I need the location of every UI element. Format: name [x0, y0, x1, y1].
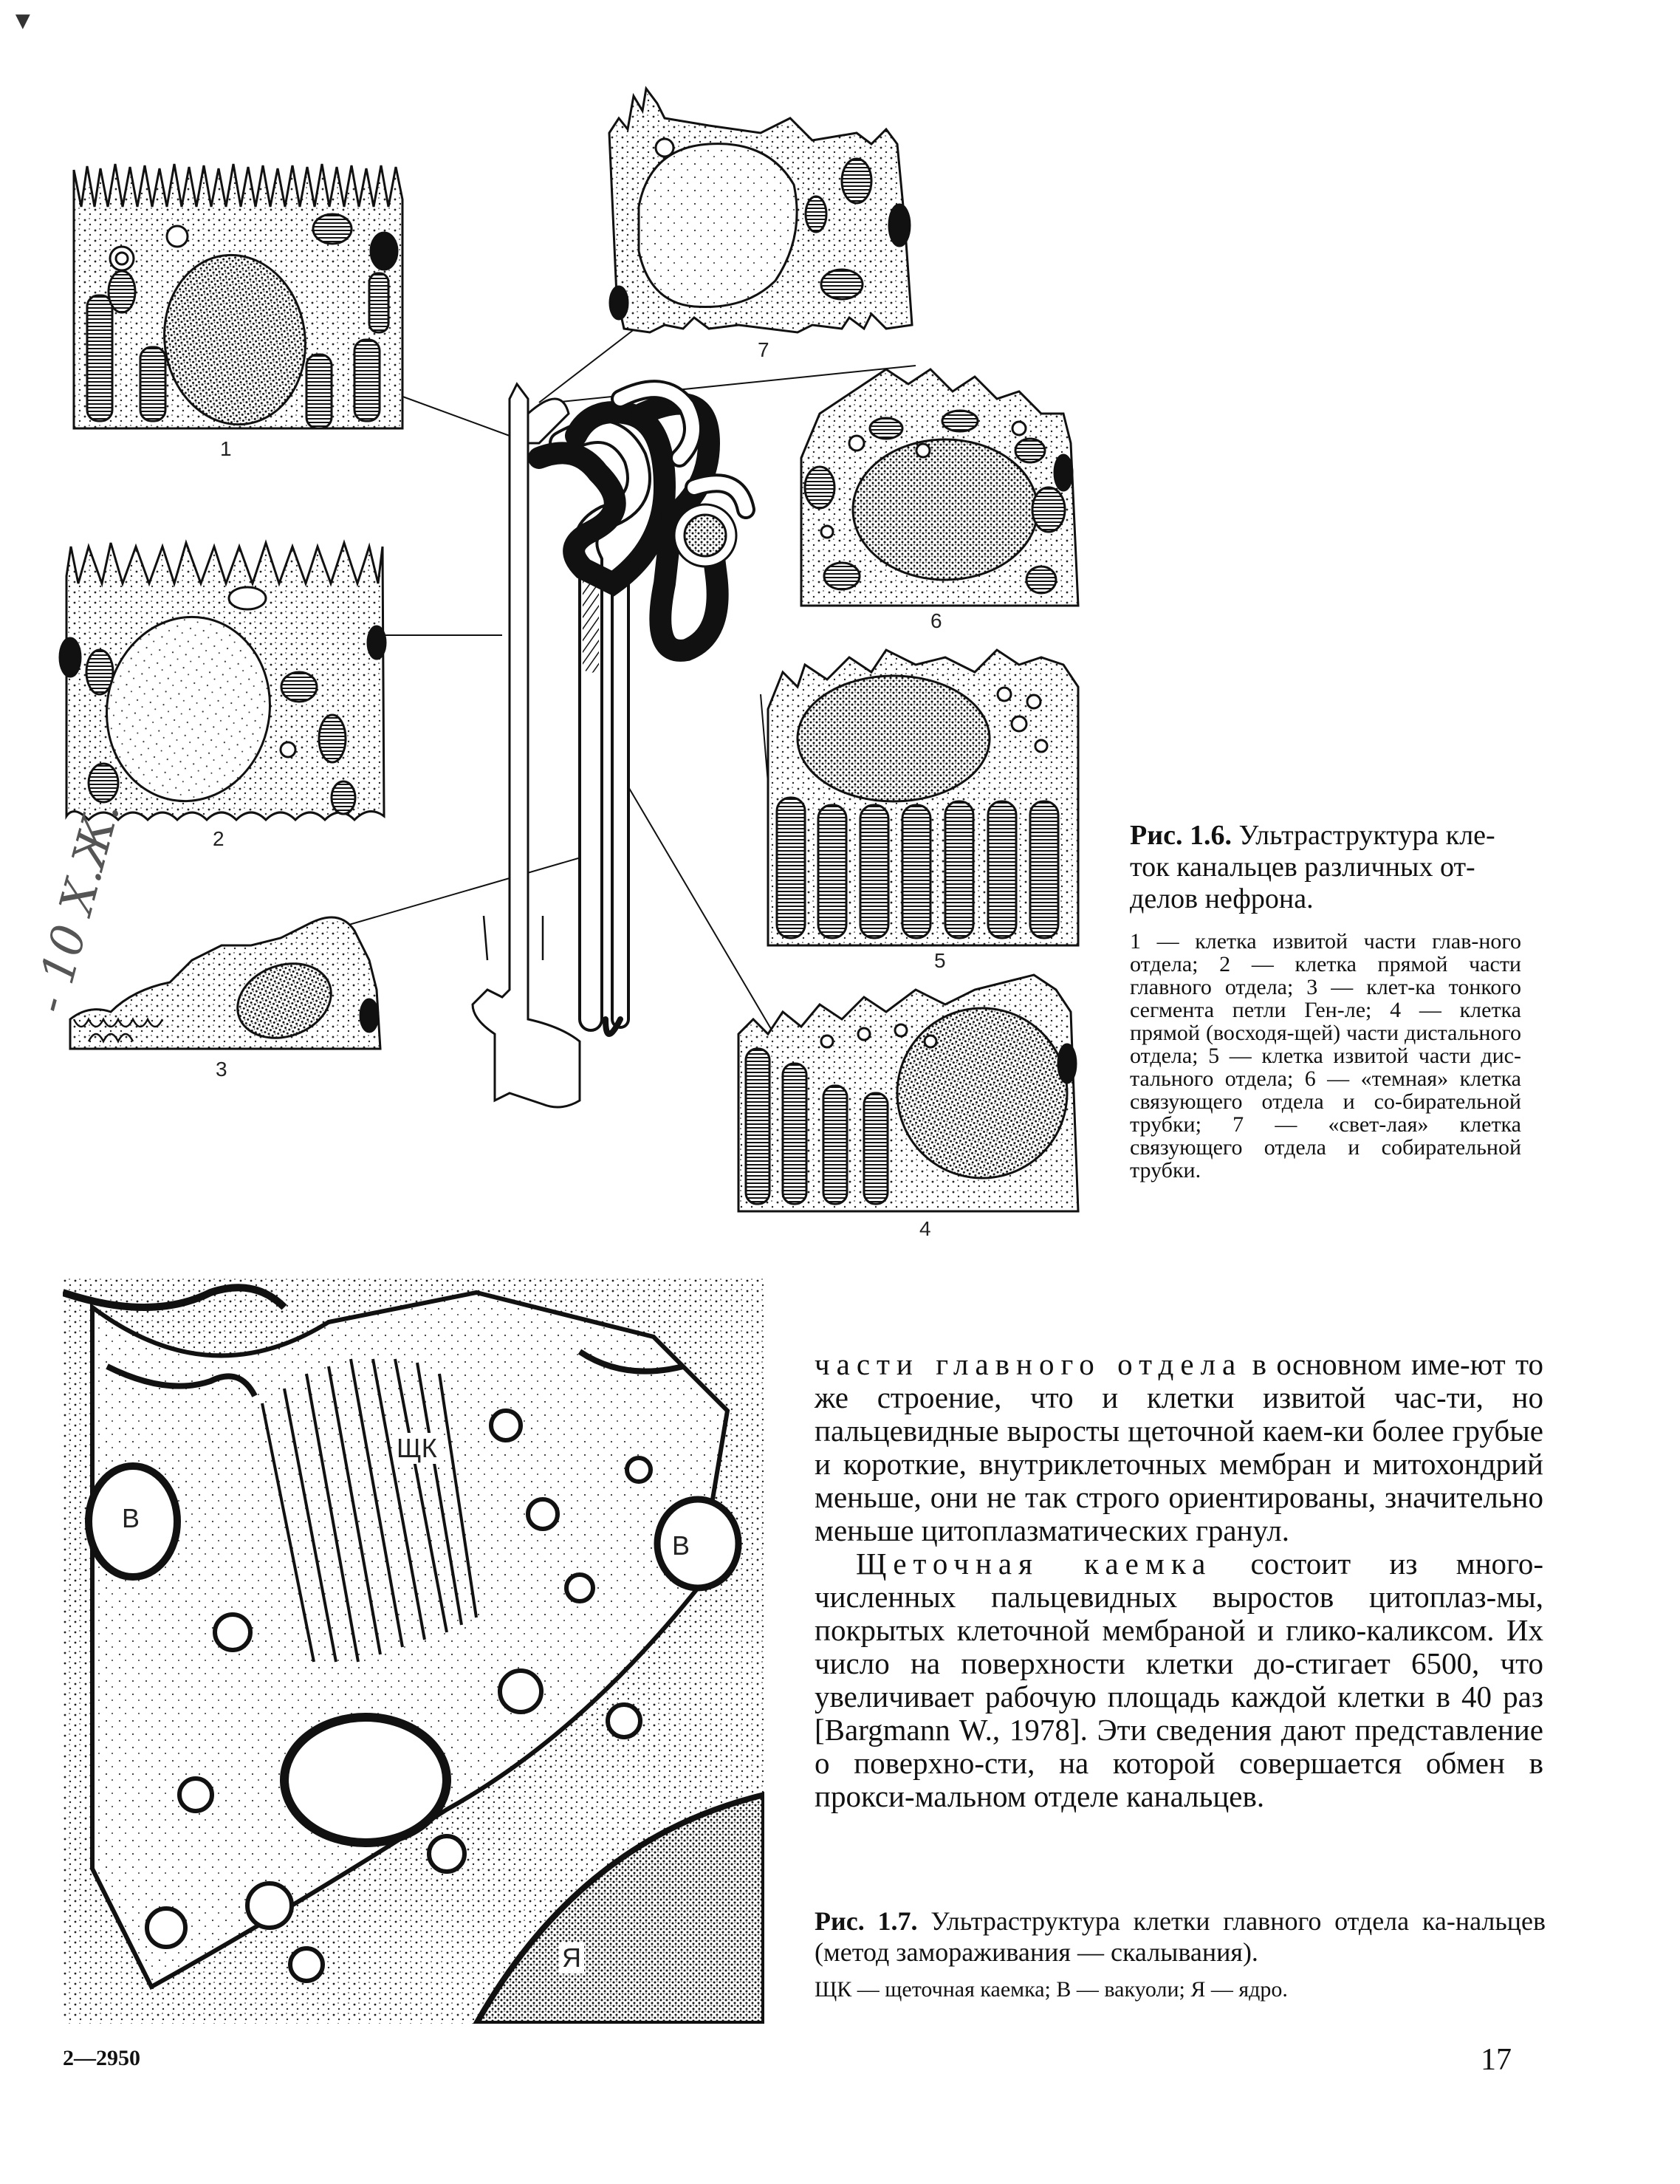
micrograph — [63, 1278, 764, 2024]
label-nucleus: Я — [559, 1942, 584, 1974]
glomerulus — [673, 503, 738, 568]
nephron-tubule — [528, 380, 755, 1037]
cell-label-1: 1 — [220, 437, 232, 460]
label-vacuole-left: В — [122, 1503, 140, 1533]
cell-5 — [767, 648, 1080, 947]
cell-4 — [737, 973, 1080, 1213]
figure-1-6-legend: 1 — клетка извитой части глав-ного отдел… — [1130, 929, 1521, 1182]
figure-1-7-caption-text: Ультраструктура клетки главного отдела к… — [815, 1906, 1546, 1967]
cell-label-3: 3 — [216, 1058, 227, 1081]
paragraph-1-text: в основном име-ют то же строение, что и … — [815, 1347, 1544, 1547]
figure-1-7-caption: Рис. 1.7. Ультраструктура клетки главног… — [815, 1906, 1546, 2001]
paragraph-2: Щеточная каемка состоит из много-численн… — [815, 1547, 1543, 1813]
cell-label-2: 2 — [213, 827, 224, 850]
figure-1-6-caption-prefix: Рис. 1.6. — [1130, 820, 1232, 851]
figure-1-7-caption-prefix: Рис. 1.7. — [815, 1906, 918, 1936]
body-text: части главного отдела в основном име-ют … — [815, 1348, 1543, 1813]
corner-mark: ▼ — [10, 7, 35, 35]
cell-label-7: 7 — [758, 338, 769, 361]
cell-label-4: 4 — [919, 1217, 931, 1240]
cell-7 — [608, 86, 913, 334]
paragraph-1: части главного отдела в основном име-ют … — [815, 1348, 1543, 1547]
figure-1-6-caption-text: Ультраструктура кле-ток канальцев различ… — [1130, 820, 1495, 914]
nephron-diagram — [58, 86, 1080, 1213]
cell-label-5: 5 — [934, 949, 946, 972]
cell-6 — [800, 368, 1080, 607]
cell-3 — [69, 916, 382, 1050]
figure-1-6: 1 2 3 4 5 6 7 — [58, 86, 1080, 1240]
figure-1-7-legend: ЩК — щеточная каемка; В — вакуоли; Я — я… — [815, 1977, 1288, 2002]
figure-1-6-caption: Рис. 1.6. Ультраструктура кле-ток каналь… — [1130, 820, 1521, 1182]
printer-signature: 2—2950 — [63, 2046, 140, 2070]
cell-2 — [58, 539, 387, 822]
label-brush-border: ЩК — [394, 1433, 440, 1464]
label-vacuole-right: В — [672, 1530, 690, 1561]
page-number: 17 — [1481, 2043, 1512, 2077]
paragraph-1-spaced: части главного отдела — [815, 1347, 1243, 1381]
collecting-duct — [471, 382, 581, 1109]
paragraph-2-spaced: Щеточная каемка — [856, 1547, 1213, 1581]
figure-1-7: ЩК В В Я — [63, 1278, 764, 2024]
cell-label-6: 6 — [930, 609, 942, 632]
cell-1 — [72, 163, 404, 430]
paragraph-2-text: состоит из много-численных пальцевидных … — [815, 1547, 1543, 1813]
